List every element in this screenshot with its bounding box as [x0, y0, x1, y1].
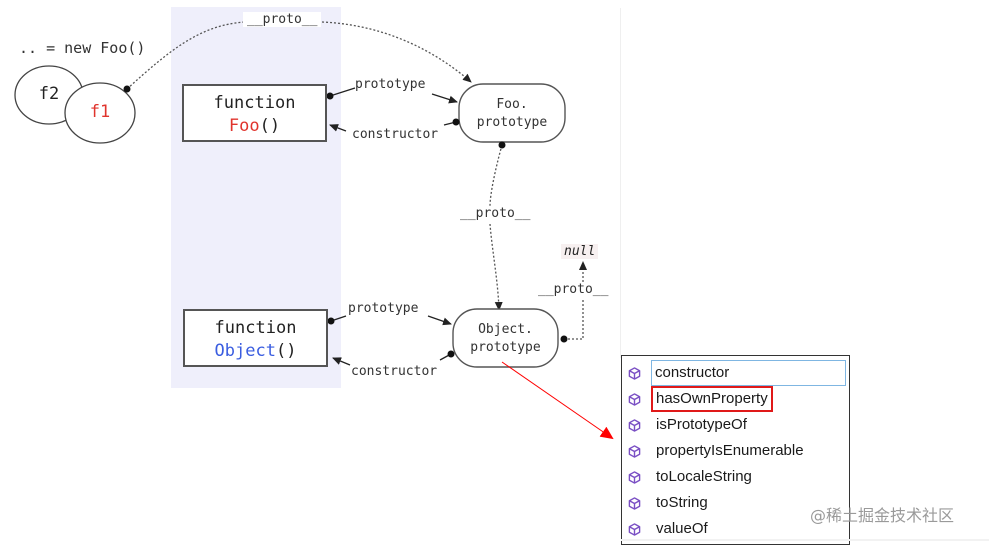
function-name-object: Object: [214, 341, 276, 361]
object-prototype-line2: prototype: [470, 340, 541, 355]
edge-dot: [452, 118, 460, 126]
proto-edge-object-to-null: [564, 262, 583, 340]
edge-dot: [560, 335, 568, 343]
panel-divider: [620, 8, 621, 358]
autocomplete-item-valueof[interactable]: valueOf: [622, 516, 849, 542]
null-label: null: [561, 244, 599, 259]
foo-prototype-node: [458, 83, 566, 143]
object-prototype-edge-label: prototype: [348, 301, 419, 316]
edge-foo-prototype: [329, 87, 457, 102]
function-parens: (): [259, 116, 281, 136]
foo-constructor-edge-label: constructor: [352, 127, 439, 142]
autocomplete-item-label: isPrototypeOf: [656, 416, 747, 433]
edge-dot: [327, 317, 335, 325]
autocomplete-item-label: toString: [656, 494, 708, 511]
foo-prototype-line1: Foo.: [496, 97, 528, 112]
instance-f1-ellipse: [64, 82, 136, 144]
edge-dot: [326, 92, 334, 100]
edge-dot: [498, 141, 506, 149]
bottom-strip: [621, 539, 989, 541]
instance-f1-label: f1: [89, 102, 111, 122]
function-keyword: function: [214, 318, 297, 338]
autocomplete-item-constructor[interactable]: constructor: [622, 360, 849, 386]
proto-label-null: __proto__: [538, 282, 609, 297]
autocomplete-item-label: constructor: [651, 360, 846, 386]
autocomplete-item-tolocalestring[interactable]: toLocaleString: [622, 464, 849, 490]
proto-edge-foo-to-object-prototype: [489, 144, 502, 310]
object-prototype-line1: Object.: [478, 322, 533, 337]
red-pointer-arrow: [501, 361, 614, 440]
autocomplete-item-label: hasOwnProperty: [651, 386, 773, 412]
object-prototype-label: Object. prototype: [453, 321, 558, 357]
function-foo-box: function Foo(): [182, 84, 327, 142]
foo-prototype-line2: prototype: [476, 115, 548, 130]
function-name-foo: Foo: [228, 116, 260, 136]
method-cube-icon: [627, 470, 641, 484]
autocomplete-item-label: propertyIsEnumerable: [656, 442, 804, 459]
autocomplete-item-hasownproperty[interactable]: hasOwnProperty: [622, 386, 849, 412]
method-cube-icon: [627, 444, 641, 458]
instance-f2-label: f2: [38, 84, 60, 104]
autocomplete-item-isprototypeof[interactable]: isPrototypeOf: [622, 412, 849, 438]
function-parens: (): [275, 341, 297, 361]
new-foo-label: .. = new Foo(): [19, 39, 146, 57]
function-keyword: function: [213, 93, 296, 113]
edge-object-prototype: [330, 316, 451, 324]
foo-prototype-label: Foo. prototype: [459, 96, 565, 132]
method-cube-icon: [627, 418, 641, 432]
object-prototype-node: [452, 308, 559, 368]
proto-label-top: __proto__: [243, 12, 322, 27]
autocomplete-item-tostring[interactable]: toString: [622, 490, 849, 516]
function-object-box: function Object(): [183, 309, 328, 367]
autocomplete-item-label: valueOf: [656, 520, 708, 537]
method-cube-icon: [627, 496, 641, 510]
object-constructor-edge-label: constructor: [351, 364, 438, 379]
watermark: @稀土掘金技术社区: [810, 506, 955, 525]
autocomplete-item-propertyisenumerable[interactable]: propertyIsEnumerable: [622, 438, 849, 464]
proto-edge-f1-to-foo-prototype: [126, 21, 471, 89]
method-cube-icon: [627, 392, 641, 406]
method-cube-icon: [627, 522, 641, 536]
autocomplete-item-label: toLocaleString: [656, 468, 752, 485]
foo-prototype-edge-label: prototype: [355, 77, 426, 92]
edge-dot: [447, 350, 455, 358]
proto-label-middle: __proto__: [460, 206, 531, 221]
edge-dot: [123, 85, 131, 93]
method-cube-icon: [627, 366, 641, 380]
